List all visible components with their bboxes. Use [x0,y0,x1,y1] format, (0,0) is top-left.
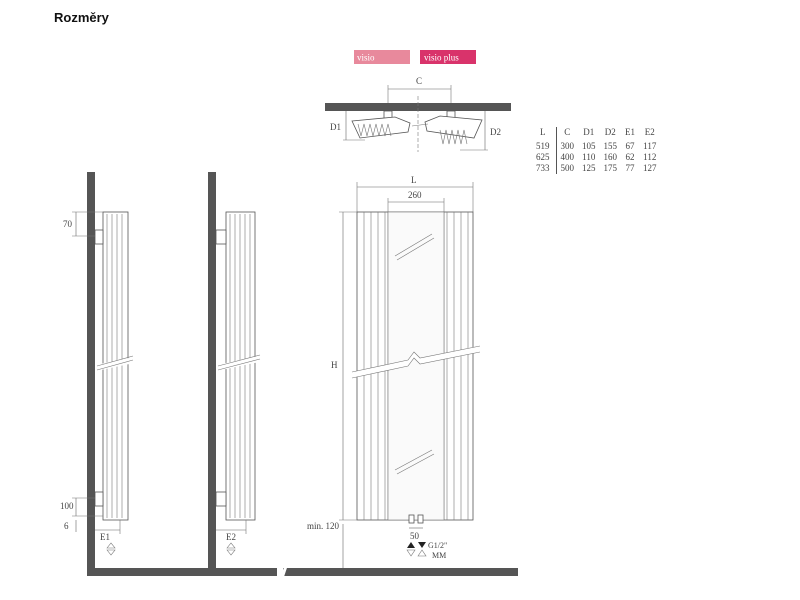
table-header-cell: D2 [604,127,616,137]
front-view-inner-label: 260 [408,190,422,200]
table-header-cell: E1 [625,127,635,137]
table-row: 733 500 125 175 77 127 [532,163,661,174]
front-view-connection-type: MM [432,551,446,560]
front-view-h-label: H [331,360,338,370]
front-view-flow-down-icon [418,542,426,548]
top-view-wall [325,103,511,111]
legend-visio-plus-swatch [420,50,476,64]
page-title: Rozměry [54,10,109,25]
dimensions-table: L C D1 D2 E1 E2 519 300 105 155 67 117 6… [532,127,661,174]
table-row: 519 300 105 155 67 117 [532,141,661,152]
table-cell: 117 [643,141,657,151]
front-view-connection-left [408,514,415,524]
table-cell: 160 [603,152,618,162]
top-view: C D1 D2 [325,76,511,152]
table-cell: 300 [560,141,575,151]
table-header-cell: E2 [644,127,655,137]
table-cell: 62 [625,152,635,162]
front-view-connection-size: G1/2" [428,541,447,550]
table-cell: 125 [582,163,596,173]
side-view-2-wall [208,172,216,576]
side-view-1-top-label: 70 [63,219,73,229]
side-view-2-bracket-bottom [215,491,227,507]
table-cell: 400 [560,152,575,162]
table-cell: 105 [582,141,596,151]
table-cell: 733 [532,163,557,174]
front-view-floor-label: min. 120 [307,521,340,531]
side-view-1-floor-label: 6 [64,521,69,531]
side-view-2-flow-up-icon [226,542,236,549]
floor [87,565,518,579]
table-cell: 127 [643,163,657,173]
side-view-2: E2 [208,172,261,576]
side-view-1-bracket-bottom [94,491,104,507]
table-row: 625 400 110 160 62 112 [532,152,661,163]
side-view-1: 70 100 6 E1 [60,172,134,576]
table-cell: 155 [603,141,618,151]
side-view-1-flow-up-icon [106,542,116,549]
table-header-row: L C D1 D2 E1 E2 [532,127,661,141]
table-cell: 112 [643,152,657,162]
front-view-flow-up-icon [407,542,415,548]
legend-visio-plus-label: visio plus [424,53,459,63]
side-view-1-bracket-top [94,229,104,245]
front-view: L 260 H min. 120 [307,175,481,568]
side-view-2-flow-down-icon [226,549,236,556]
table-cell: 67 [625,141,635,151]
legend-visio-swatch [354,50,410,64]
table-cell: 519 [532,141,557,152]
table-cell: 110 [582,152,596,162]
front-view-break-line [351,345,481,373]
front-view-connection-right [417,514,424,524]
side-view-1-bottom-label: 100 [60,501,74,511]
table-header-cell: L [532,127,557,141]
table-header-cell: C [564,127,571,137]
table-cell: 175 [603,163,618,173]
table-cell: 500 [560,163,575,173]
top-view-section-right [424,115,483,139]
side-view-1-flow-down-icon [106,549,116,556]
top-view-d2-label: D2 [490,127,501,137]
legend: visio visio plus [354,50,476,64]
top-view-d1-label: D1 [330,122,341,132]
front-view-l-label: L [411,175,417,185]
legend-visio-label: visio [357,53,375,63]
floor-right [283,568,518,576]
table-cell: 625 [532,152,557,163]
side-view-2-e-label: E2 [226,532,236,542]
front-view-connection-spacing: 50 [410,531,420,541]
top-view-c-label: C [416,76,422,86]
side-view-1-e-label: E1 [100,532,110,542]
side-view-2-bracket-top [215,229,227,245]
side-view-1-wall [87,172,95,576]
table-header-cell: D1 [583,127,595,137]
table-cell: 77 [625,163,635,173]
floor-left [87,568,277,576]
